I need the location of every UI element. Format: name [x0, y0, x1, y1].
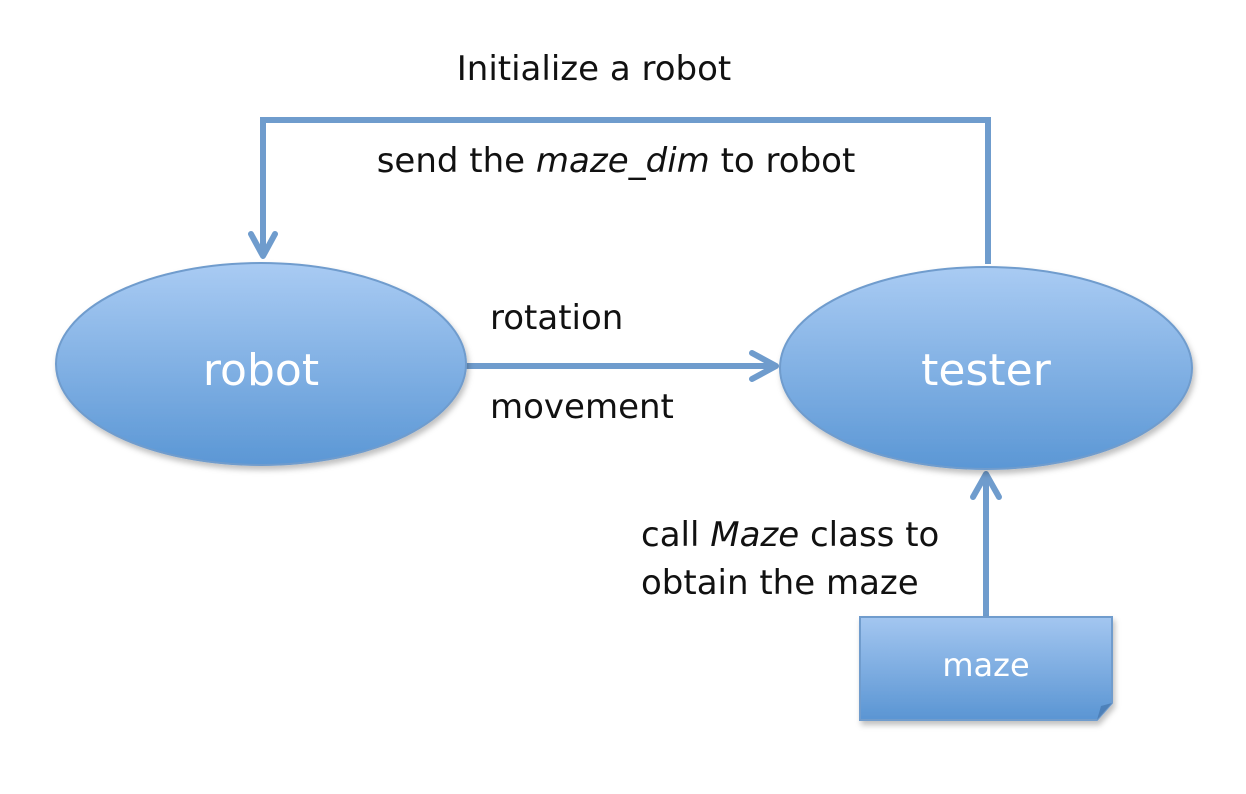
edge-init-caption-emphasis: maze_dim	[536, 141, 710, 181]
edge-init-robot	[248, 117, 991, 264]
edge-init-caption-suffix: to robot	[710, 141, 856, 181]
node-maze-label: maze	[942, 646, 1029, 684]
node-tester: tester	[779, 266, 1193, 470]
node-maze: maze	[859, 616, 1113, 721]
node-tester-label: tester	[921, 345, 1052, 396]
edge-maze-caption-emphasis: Maze	[710, 515, 799, 555]
edge-init-caption: send the maze_dim to robot	[377, 141, 856, 181]
node-robot: robot	[55, 262, 467, 466]
edge-init-caption-prefix: send the	[377, 141, 536, 181]
edge-robot-tester-label-bottom: movement	[490, 387, 674, 427]
edge-maze-to-tester	[970, 471, 1002, 617]
edge-maze-caption-line1: call Maze class to	[641, 515, 939, 555]
edge-maze-caption-suffix: class to	[799, 515, 939, 555]
edge-maze-caption-line2: obtain the maze	[641, 563, 919, 603]
edge-robot-to-tester	[466, 350, 779, 382]
edge-init-title: Initialize a robot	[457, 49, 732, 89]
edge-maze-caption-prefix: call	[641, 515, 710, 555]
edge-robot-tester-label-top: rotation	[490, 298, 623, 338]
node-robot-label: robot	[203, 345, 319, 396]
